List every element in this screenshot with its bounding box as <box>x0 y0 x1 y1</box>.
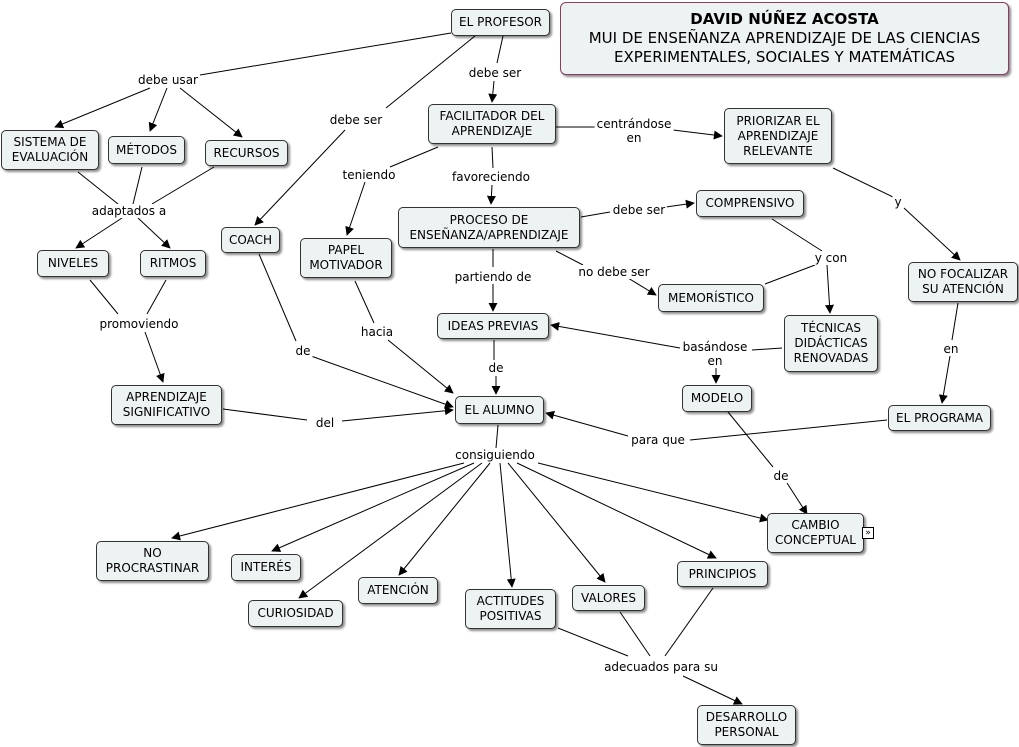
link-adaptados-a: adaptados a <box>89 204 169 218</box>
node-comprensivo[interactable]: COMPRENSIVO <box>696 190 804 217</box>
node-no-procrastinar[interactable]: NO PROCRASTINAR <box>96 541 209 581</box>
node-curiosidad[interactable]: CURIOSIDAD <box>248 600 343 627</box>
node-ideas-previas[interactable]: IDEAS PREVIAS <box>437 313 549 339</box>
link-en: en <box>941 342 961 356</box>
link-para-que: para que <box>629 433 687 447</box>
node-priorizar[interactable]: PRIORIZAR EL APRENDIZAJE RELEVANTE <box>724 108 832 164</box>
link-centrandose-en: centrándose en <box>594 117 674 145</box>
link-adecuados-para-su: adecuados para su <box>602 660 720 674</box>
link-debe-ser-coach: debe ser <box>327 113 385 127</box>
node-recursos[interactable]: RECURSOS <box>205 140 288 166</box>
node-sistema-evaluacion[interactable]: SISTEMA DE EVALUACIÓN <box>1 130 99 170</box>
link-promoviendo: promoviendo <box>97 317 181 331</box>
node-aprendizaje-significativo[interactable]: APRENDIZAJE SIGNIFICATIVO <box>111 385 222 425</box>
link-basandose-en: basándose en <box>680 340 750 368</box>
node-no-focalizar[interactable]: NO FOCALIZAR SU ATENCIÓN <box>908 262 1018 302</box>
link-del: del <box>313 416 337 430</box>
node-coach[interactable]: COACH <box>221 227 280 253</box>
link-de-modelo: de <box>771 469 791 483</box>
node-memoristico[interactable]: MEMORÍSTICO <box>658 284 764 312</box>
link-hacia: hacia <box>358 325 396 339</box>
node-principios[interactable]: PRINCIPIOS <box>677 561 768 587</box>
node-niveles[interactable]: NIVELES <box>37 250 109 277</box>
node-el-profesor[interactable]: EL PROFESOR <box>451 9 550 36</box>
link-y-con: y con <box>812 251 850 265</box>
node-ritmos[interactable]: RITMOS <box>140 250 206 277</box>
title-line-2: EXPERIMENTALES, SOCIALES Y MATEMÁTICAS <box>613 48 955 66</box>
node-el-alumno[interactable]: EL ALUMNO <box>455 396 544 424</box>
node-interes[interactable]: INTERÉS <box>231 554 301 581</box>
link-de-ideas: de <box>486 361 506 375</box>
node-modelo[interactable]: MODELO <box>682 385 752 412</box>
node-papel-motivador[interactable]: PAPEL MOTIVADOR <box>300 238 392 278</box>
node-valores[interactable]: VALORES <box>572 585 645 611</box>
link-debe-usar: debe usar <box>136 73 200 87</box>
link-favoreciendo: favoreciendo <box>450 170 532 184</box>
title-line-1: MUI DE ENSEÑANZA APRENDIZAJE DE LAS CIEN… <box>588 29 981 47</box>
title-author: DAVID NÚÑEZ ACOSTA <box>690 10 879 28</box>
node-atencion[interactable]: ATENCIÓN <box>358 577 438 604</box>
link-debe-ser-facilitador: debe ser <box>466 66 524 80</box>
node-desarrollo-personal[interactable]: DESARROLLO PERSONAL <box>697 705 796 745</box>
node-tecnicas[interactable]: TÉCNICAS DIDÁCTICAS RENOVADAS <box>784 315 878 372</box>
node-proceso[interactable]: PROCESO DE ENSEÑANZA/APRENDIZAJE <box>398 207 580 248</box>
link-de-coach: de <box>293 344 313 358</box>
node-actitudes-positivas[interactable]: ACTITUDES POSITIVAS <box>465 589 556 629</box>
node-cambio-conceptual[interactable]: CAMBIO CONCEPTUAL <box>767 513 864 553</box>
node-el-programa[interactable]: EL PROGRAMA <box>888 405 991 431</box>
link-teniendo: teniendo <box>340 168 398 182</box>
link-consiguiendo: consiguiendo <box>453 448 537 462</box>
link-partiendo-de: partiendo de <box>452 270 534 284</box>
link-y: y <box>892 195 904 209</box>
map-title: DAVID NÚÑEZ ACOSTA MUI DE ENSEÑANZA APRE… <box>560 2 1009 75</box>
link-debe-ser-comprensivo: debe ser <box>610 203 668 217</box>
expand-icon[interactable]: » <box>862 527 874 539</box>
link-no-debe-ser: no debe ser <box>576 265 652 279</box>
node-facilitador[interactable]: FACILITADOR DEL APRENDIZAJE <box>428 104 556 144</box>
node-metodos[interactable]: MÉTODOS <box>108 136 185 164</box>
